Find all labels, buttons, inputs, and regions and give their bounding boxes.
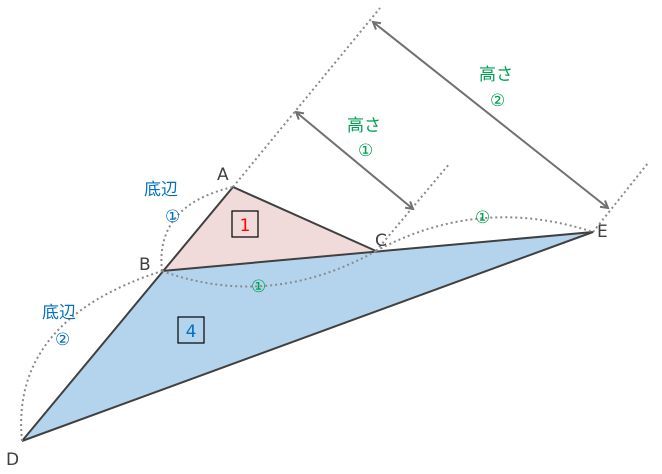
region4-box: [177, 316, 205, 344]
height2-number: ②: [490, 91, 505, 111]
height1-label: 高さ: [347, 116, 381, 136]
segment-bc-e: [161, 231, 594, 272]
base1-number: ①: [165, 207, 180, 227]
region4-number: 4: [186, 322, 197, 342]
arc-ce: [375, 216, 594, 252]
point-b-label: B: [139, 255, 151, 275]
base1-label: 底辺: [144, 180, 178, 200]
point-a-label: A: [217, 165, 229, 185]
height2-label: 高さ: [479, 65, 513, 85]
point-d-label: D: [6, 450, 19, 470]
height1-number: ①: [358, 141, 373, 161]
segment-de: [21, 231, 594, 442]
point-c-label: C: [375, 231, 387, 251]
region1-box: [231, 210, 259, 238]
arc-bc-label: ①: [251, 277, 266, 297]
guide-line-c: [375, 162, 451, 252]
arc-base1: [160, 186, 234, 272]
point-e-label: E: [597, 222, 608, 242]
height2-arrow: [373, 22, 608, 208]
region1-number: 1: [240, 216, 251, 236]
base2-number: ②: [55, 330, 70, 350]
arc-ce-label: ①: [475, 208, 490, 228]
guide-line-a: [232, 7, 381, 188]
base2-label: 底辺: [42, 303, 76, 323]
